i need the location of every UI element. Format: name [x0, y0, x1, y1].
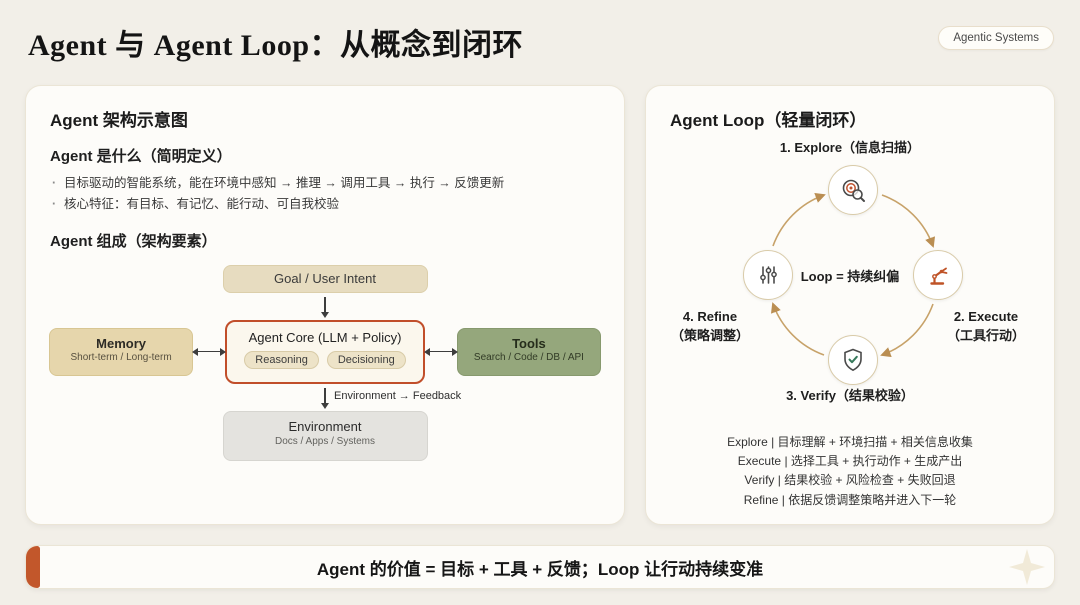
- architecture-diagram: Goal / User Intent Memory Short-term / L…: [49, 264, 602, 461]
- memory-subtitle: Short-term / Long-term: [70, 351, 172, 363]
- verify-icon-circle: [828, 335, 878, 385]
- environment-title: Environment: [288, 418, 362, 434]
- feedback-arrow-row: Environment → Feedback: [49, 384, 601, 411]
- loop-center-label: Loop = 持续纠偏: [800, 269, 900, 284]
- double-arrow-icon: [192, 348, 227, 355]
- definition-bullet: 核心特征：有目标、有记忆、能行动、可自我校验: [50, 194, 600, 216]
- core-pills: Reasoning Decisioning: [227, 350, 423, 369]
- refine-icon-circle: [743, 250, 793, 300]
- loop-diagram: 1. Explore（信息扫描） 2. Execute （工具行动） 3. Ve…: [670, 135, 1030, 427]
- arrow-down-icon: [321, 296, 328, 318]
- agentic-systems-badge: Agentic Systems: [938, 26, 1054, 50]
- composition-heading: Agent 组成（架构要素）: [50, 232, 217, 250]
- refine-step-text: 4. Refine: [682, 309, 738, 324]
- agent-core-title: Agent Core (LLM + Policy): [248, 329, 402, 345]
- execute-step-text: 2. Execute: [953, 309, 1019, 324]
- page-title: Agent 与 Agent Loop：从概念到闭环: [28, 29, 524, 62]
- shield-check-icon: [844, 348, 862, 372]
- footer-accent-bar: [26, 546, 40, 588]
- arrow-down-icon: [321, 387, 328, 409]
- sliders-icon: [760, 266, 777, 284]
- agent-core-box: Agent Core (LLM + Policy) Reasoning Deci…: [225, 319, 425, 384]
- double-arrow-icon: [423, 348, 458, 355]
- execute-step-subtext: （工具行动）: [946, 327, 1025, 343]
- memory-title: Memory: [96, 335, 146, 351]
- loop-step-details: Explore | 目标理解 + 环境扫描 + 相关信息收集 Execute |…: [670, 433, 1030, 510]
- header: Agent 与 Agent Loop：从概念到闭环 Agentic System…: [0, 0, 1080, 64]
- goal-user-intent-box: Goal / User Intent: [222, 264, 428, 293]
- environment-box: Environment Docs / Apps / Systems: [222, 410, 428, 461]
- execute-detail: Execute | 选择工具 + 执行动作 + 生成产出: [737, 454, 963, 469]
- tools-title: Tools: [512, 335, 546, 351]
- definition-bullets: 目标驱动的智能系统，能在环境中感知 → 推理 → 调用工具 → 执行 → 反馈更…: [50, 173, 600, 216]
- loop-arc-arrows: [770, 192, 936, 358]
- content-columns: Agent 架构示意图 Agent 是什么（简明定义） 目标驱动的智能系统，能在…: [25, 85, 1055, 525]
- refine-detail: Refine | 依据反馈调整策略并进入下一轮: [743, 492, 957, 507]
- refine-step-label: 4. Refine （策略调整）: [658, 308, 762, 346]
- verify-step-text: 3. Verify（结果校验）: [786, 388, 914, 403]
- execute-step-label: 2. Execute （工具行动）: [934, 308, 1038, 346]
- right-card-title: Agent Loop（轻量闭环）: [670, 111, 867, 130]
- reasoning-pill: Reasoning: [244, 350, 319, 369]
- explore-detail: Explore | 目标理解 + 环境扫描 + 相关信息收集: [727, 435, 973, 449]
- environment-subtitle: Docs / Apps / Systems: [274, 435, 376, 447]
- left-card-title: Agent 架构示意图: [50, 111, 188, 130]
- agent-architecture-card: Agent 架构示意图 Agent 是什么（简明定义） 目标驱动的智能系统，能在…: [25, 85, 625, 525]
- decisioning-pill: Decisioning: [326, 350, 406, 369]
- environment-feedback-label: Environment → Feedback: [334, 389, 462, 402]
- explore-icon-circle: [828, 165, 878, 215]
- definition-heading: Agent 是什么（简明定义）: [50, 148, 232, 165]
- footer-banner: Agent 的价值 = 目标 + 工具 + 反馈；Loop 让行动持续变准: [25, 545, 1055, 589]
- verify-detail: Verify | 结果校验 + 风险检查 + 失败回退: [744, 473, 956, 488]
- execute-icon-circle: [913, 250, 963, 300]
- tools-subtitle: Search / Code / DB / API: [473, 351, 584, 363]
- footer-text: Agent 的价值 = 目标 + 工具 + 反馈；Loop 让行动持续变准: [316, 559, 764, 579]
- sparkle-icon: [1009, 549, 1045, 585]
- core-row: Memory Short-term / Long-term Agent Core…: [49, 319, 602, 384]
- explore-step-text: 1. Explore（信息扫描）: [779, 140, 921, 155]
- tools-box: Tools Search / Code / DB / API: [456, 327, 602, 376]
- agent-loop-card: Agent Loop（轻量闭环）: [645, 85, 1055, 525]
- explore-step-label: 1. Explore（信息扫描）: [670, 139, 1030, 158]
- verify-step-label: 3. Verify（结果校验）: [670, 387, 1030, 406]
- definition-bullet: 目标驱动的智能系统，能在环境中感知 → 推理 → 调用工具 → 执行 → 反馈更…: [50, 173, 600, 195]
- refine-step-subtext: （策略调整）: [670, 327, 749, 343]
- target-magnifier-icon: [842, 179, 865, 202]
- robot-arm-icon: [930, 267, 948, 285]
- memory-box: Memory Short-term / Long-term: [49, 327, 194, 376]
